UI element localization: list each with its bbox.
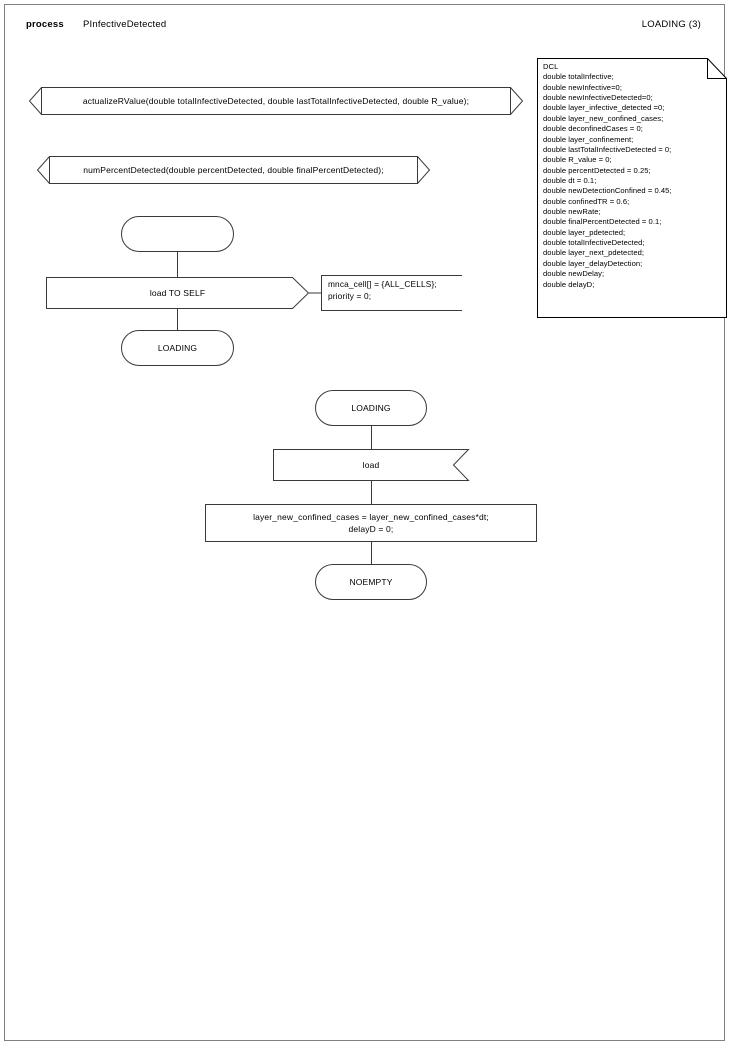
comment-leader-line	[309, 277, 322, 309]
connector-state-to-input	[371, 426, 372, 449]
start-state-symbol[interactable]	[121, 216, 234, 252]
declaration-note[interactable]	[537, 58, 727, 318]
page-title-process-name: PInfectiveDetected	[83, 19, 167, 30]
declaration-note-text: DCL double totalInfective; double newInf…	[543, 62, 672, 289]
procedure-declaration-numpercentdetected[interactable]: numPercentDetected(double percentDetecte…	[36, 156, 431, 184]
input-symbol-load[interactable]: load	[273, 449, 470, 481]
connector-start-to-output	[177, 252, 178, 277]
output-symbol-load-to-self[interactable]: load TO SELF	[46, 277, 310, 309]
page-state-reference: LOADING (3)	[641, 19, 701, 30]
state-symbol-loading[interactable]: LOADING	[315, 390, 427, 426]
comment-symbol[interactable]: mnca_cell[] = {ALL_CELLS}; priority = 0;	[321, 275, 462, 311]
nextstate-symbol-loading[interactable]: LOADING	[121, 330, 234, 366]
page-title-kind: process	[26, 19, 64, 30]
task-symbol[interactable]: layer_new_confined_cases = layer_new_con…	[205, 504, 537, 542]
procedure-declaration-actualizervalue[interactable]: actualizeRValue(double totalInfectiveDet…	[28, 87, 524, 115]
connector-input-to-task	[371, 481, 372, 504]
connector-task-to-nextstate	[371, 542, 372, 564]
nextstate-symbol-noempty[interactable]: NOEMPTY	[315, 564, 427, 600]
connector-output-to-nextstate	[177, 309, 178, 330]
